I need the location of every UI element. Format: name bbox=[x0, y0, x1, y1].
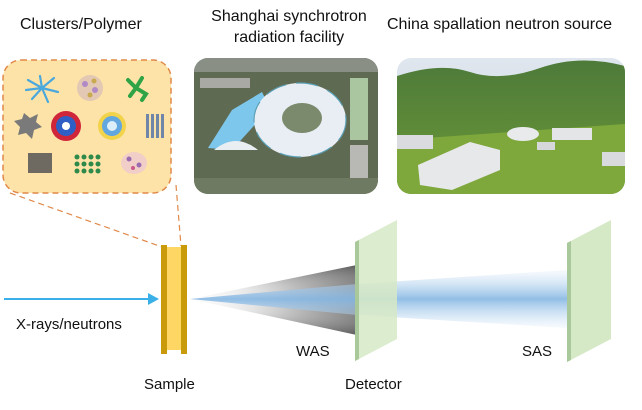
clusters-polymer-title: Clusters/Polymer bbox=[20, 16, 142, 33]
synchrotron-photo bbox=[194, 58, 378, 194]
synchrotron-title-line1: Shanghai synchrotron bbox=[211, 8, 367, 25]
synchrotron-title-line2: radiation facility bbox=[233, 29, 345, 46]
synchrotron-title: Shanghai synchrotron radiation facility bbox=[196, 6, 382, 48]
polymer-star-icon bbox=[24, 74, 60, 104]
was-detector bbox=[355, 220, 397, 361]
cluster-sphere-icon bbox=[77, 75, 103, 101]
zoom-line-left bbox=[9, 192, 163, 248]
crystal-lattice-icon bbox=[146, 114, 164, 138]
spallation-title: China spallation neutron source bbox=[387, 16, 613, 33]
sample-holder bbox=[161, 245, 187, 354]
clusters-panel bbox=[2, 59, 172, 194]
sas-detector bbox=[567, 220, 611, 362]
zoom-line-right bbox=[175, 184, 182, 247]
polymer-network-icon bbox=[126, 76, 149, 102]
pink-cluster-icon bbox=[121, 152, 147, 174]
color-sphere-icon bbox=[98, 112, 126, 140]
star-cluster-icon bbox=[14, 113, 42, 139]
red-blue-sphere-icon bbox=[51, 111, 81, 141]
sas-label: SAS bbox=[522, 343, 553, 360]
porous-framework-icon bbox=[28, 153, 52, 173]
green-grid-icon bbox=[74, 154, 101, 174]
sample-label: Sample bbox=[144, 376, 195, 393]
beam-label: X-rays/neutrons bbox=[16, 316, 122, 333]
incident-beam-arrow bbox=[4, 293, 159, 305]
spallation-photo bbox=[397, 58, 625, 194]
detector-label: Detector bbox=[345, 376, 402, 393]
was-label: WAS bbox=[296, 343, 330, 360]
